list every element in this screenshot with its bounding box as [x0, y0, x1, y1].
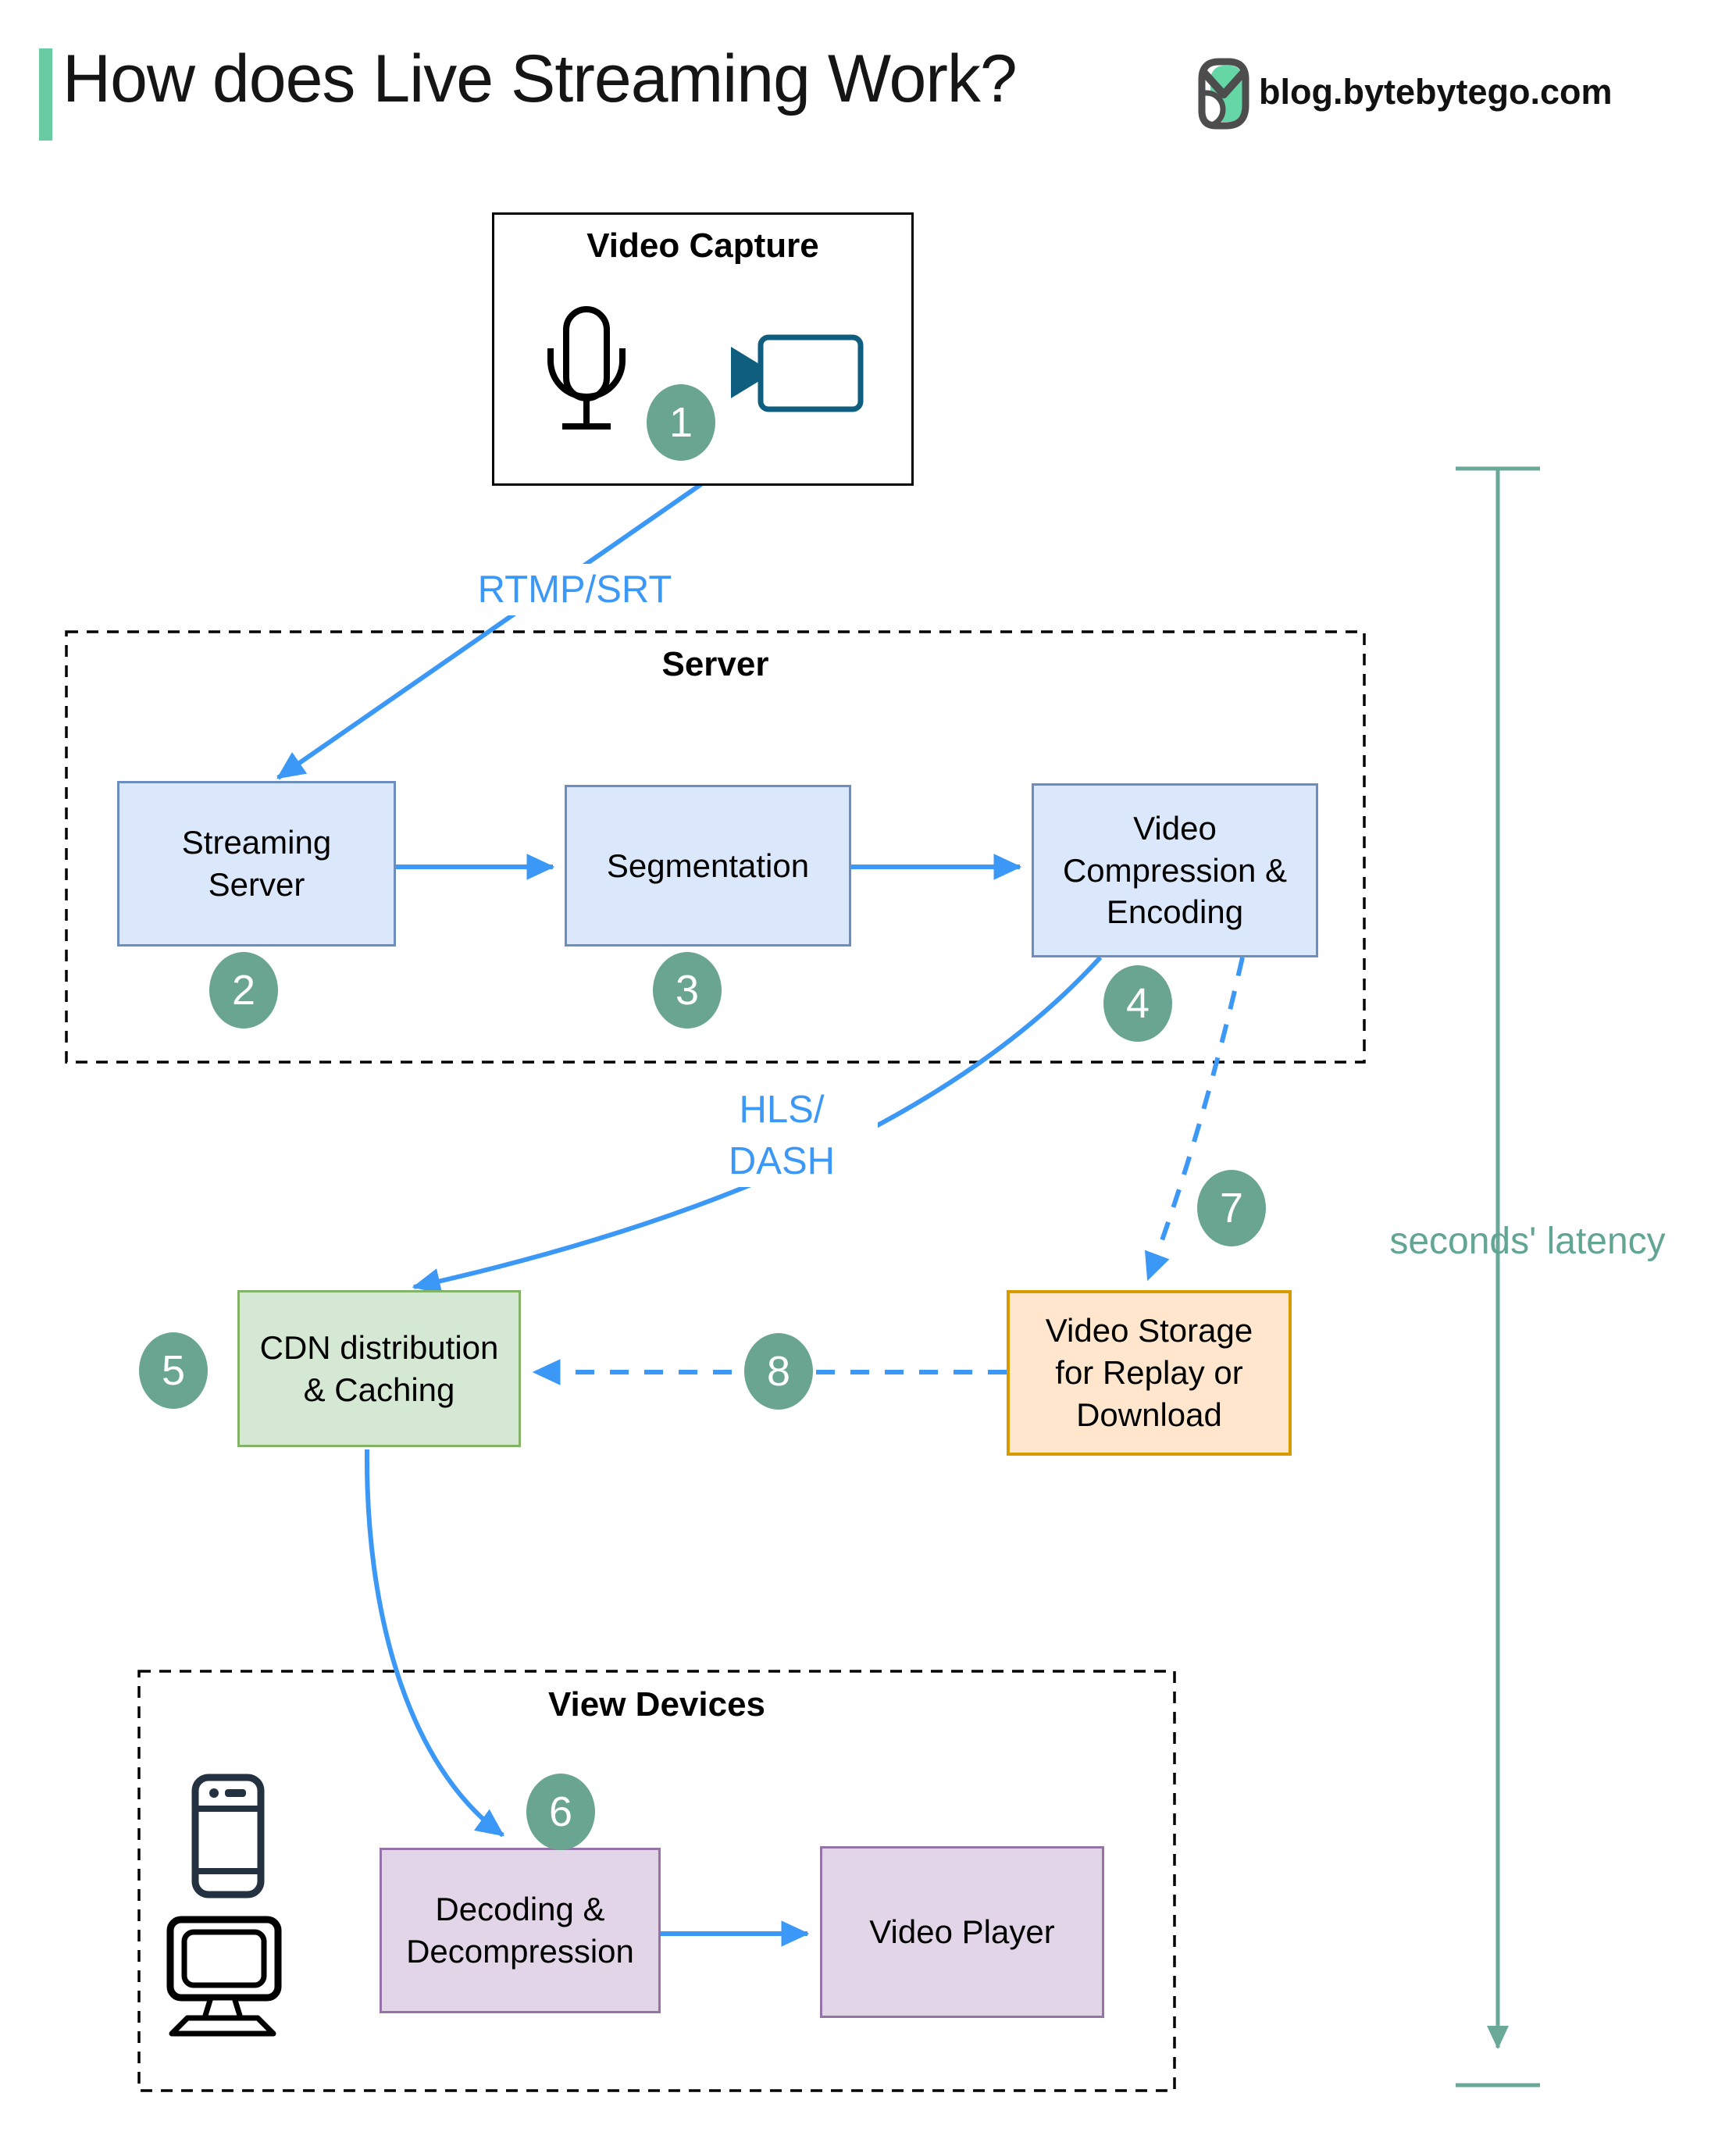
step-badge-3: 3 — [653, 952, 722, 1029]
node-video-compression-encoding: Video Compression & Encoding — [1032, 783, 1318, 957]
edge-label-rtmp-srt: RTMP/SRT — [459, 564, 690, 616]
server-group-label: Server — [661, 645, 769, 683]
edge-compression-to-storage — [1144, 957, 1245, 1282]
latency-label: seconds' latency — [1389, 1221, 1666, 1262]
latency-measure-line — [1456, 466, 1540, 2087]
step-badge-4: 4 — [1103, 965, 1172, 1042]
edge-cdn-to-decoding — [364, 1449, 504, 1838]
node-label: Streaming Server — [181, 824, 332, 903]
node-streaming-server: Streaming Server — [117, 781, 396, 947]
title-accent-bar — [39, 48, 52, 141]
node-label: Video Compression & Encoding — [1062, 809, 1288, 931]
step-badge-8: 8 — [744, 1333, 813, 1410]
node-label: Video Storage for Replay or Download — [1045, 1312, 1253, 1433]
node-decoding-decompression: Decoding & Decompression — [380, 1848, 661, 2013]
view-devices-group-border — [137, 1670, 1176, 2092]
node-video-player: Video Player — [820, 1846, 1104, 2018]
edge-capture-to-streaming — [276, 482, 703, 780]
server-group-border — [65, 630, 1366, 1064]
step-badge-5: 5 — [139, 1332, 208, 1409]
edge-label-hls-dash: HLS/ DASH — [686, 1084, 878, 1188]
step-badge-2: 2 — [209, 952, 278, 1029]
page-title: How does Live Streaming Work? — [62, 41, 1018, 116]
node-label: Segmentation — [606, 847, 810, 884]
smartphone-icon — [191, 1774, 265, 1898]
bytebytego-logo-icon — [1198, 58, 1249, 130]
video-camera-icon — [731, 334, 864, 412]
node-segmentation: Segmentation — [565, 785, 851, 947]
node-label: Decoding & Decompression — [406, 1891, 634, 1970]
microphone-icon — [547, 306, 626, 430]
node-label: Video Player — [869, 1913, 1055, 1951]
step-badge-1: 1 — [647, 384, 715, 461]
step-badge-6: 6 — [526, 1774, 595, 1850]
video-capture-label: Video Capture — [586, 226, 819, 265]
node-label: CDN distribution & Caching — [259, 1328, 499, 1408]
step-badge-7: 7 — [1197, 1170, 1266, 1246]
view-devices-group-label: View Devices — [547, 1685, 766, 1724]
node-video-storage: Video Storage for Replay or Download — [1007, 1290, 1292, 1456]
site-url: blog.bytebytego.com — [1259, 72, 1613, 112]
monitor-icon — [166, 1916, 282, 2037]
node-cdn-distribution-caching: CDN distribution & Caching — [237, 1290, 521, 1447]
